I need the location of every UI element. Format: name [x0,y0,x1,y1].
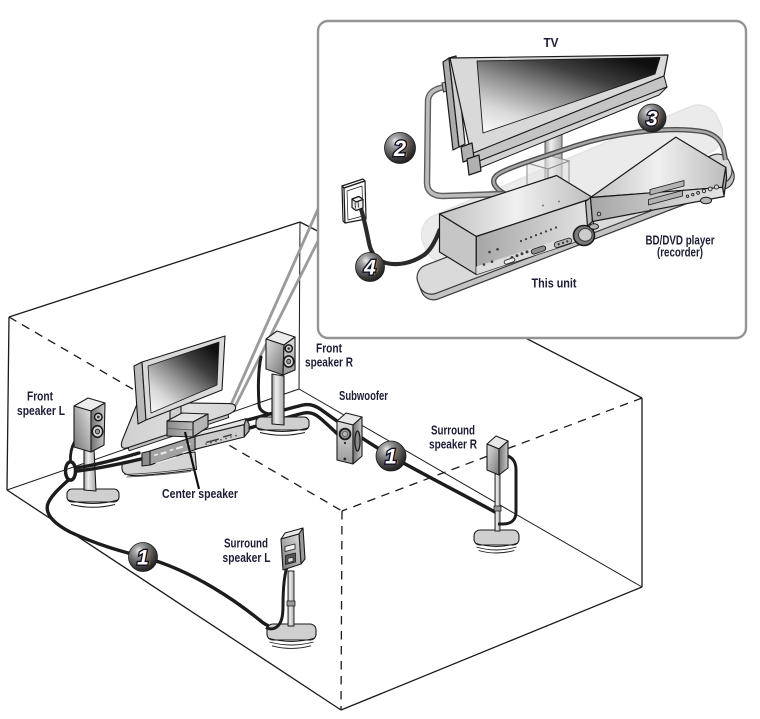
svg-text:Subwoofer: Subwoofer [339,388,388,403]
svg-text:This unit: This unit [532,276,578,291]
svg-text:1: 1 [137,547,149,570]
svg-text:Center speaker: Center speaker [162,486,238,501]
svg-text:TV: TV [544,35,559,50]
svg-text:1: 1 [387,446,399,469]
svg-text:Surround: Surround [224,536,268,551]
svg-text:speaker R: speaker R [429,437,477,452]
svg-text:Front: Front [316,341,343,356]
svg-text:3: 3 [648,108,660,131]
svg-text:Surround: Surround [431,423,475,438]
svg-text:1: 1 [139,547,151,570]
svg-text:(recorder): (recorder) [657,245,703,260]
svg-text:speaker R: speaker R [305,355,353,370]
svg-text:speaker L: speaker L [223,550,271,565]
svg-text:3: 3 [646,108,658,131]
svg-text:4: 4 [363,257,376,280]
svg-text:2: 2 [393,136,407,161]
svg-text:4: 4 [365,257,378,280]
svg-text:Front: Front [27,389,54,404]
svg-text:BD/DVD player: BD/DVD player [646,233,715,248]
svg-text:2: 2 [394,136,408,161]
svg-text:1: 1 [385,446,397,469]
svg-text:speaker L: speaker L [17,403,65,418]
